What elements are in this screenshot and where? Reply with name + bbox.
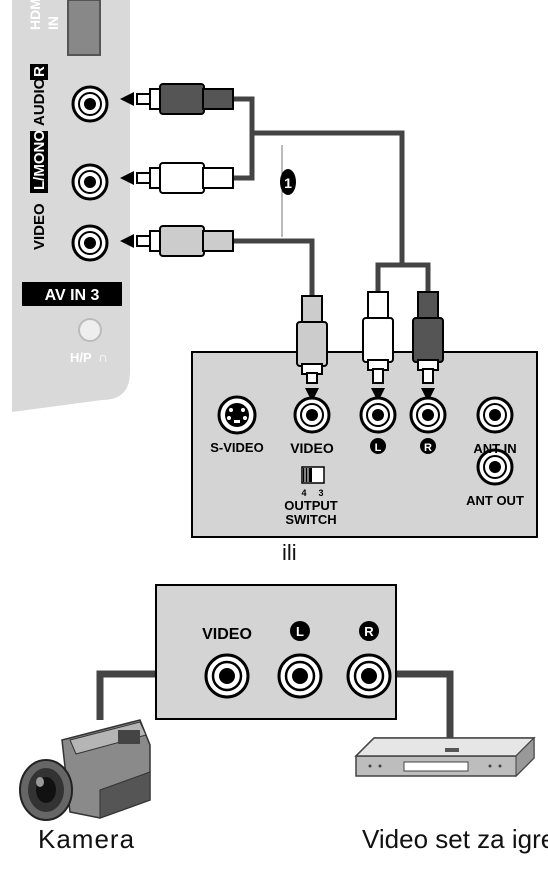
switch-label: SWITCH <box>285 512 336 527</box>
svg-text:R: R <box>424 442 432 454</box>
plug-audio-l <box>120 162 234 194</box>
tv-side-label: VIDEO L/MONO AUDIO R <box>30 64 48 250</box>
panel2-video-label: VIDEO <box>202 626 252 643</box>
s-video-port <box>217 395 257 435</box>
plug-video <box>120 225 234 257</box>
audio-cable-bundle <box>232 96 431 296</box>
audio-l-port <box>359 396 397 434</box>
panel2-l-badge: L <box>290 621 310 641</box>
tv-label-r: R <box>31 66 48 77</box>
tv-audio-l-jack <box>71 163 109 201</box>
video-port <box>293 396 331 434</box>
headphone-jack <box>78 318 102 342</box>
panel2-r-jack <box>346 653 392 699</box>
output-label: OUTPUT <box>284 498 338 513</box>
r-badge: R <box>420 438 436 454</box>
camera-caption: Kamera <box>38 824 136 854</box>
headphone-icon: ∩ <box>98 349 108 365</box>
tv-label-audio: AUDIO <box>31 77 48 126</box>
tv-video-jack <box>71 224 109 262</box>
tv-label-lmono: L/MONO <box>31 130 48 190</box>
console-caption: Video set za igre <box>362 824 548 854</box>
tv-audio-r-jack <box>71 85 109 123</box>
plug-r-down <box>412 291 444 402</box>
callout-badge: 1 <box>280 169 296 195</box>
plug-audio-r <box>120 83 234 115</box>
or-label: ili <box>282 540 297 565</box>
video-cable <box>234 238 315 298</box>
panel2-r-badge: R <box>359 621 379 641</box>
l-badge: L <box>370 438 386 454</box>
svg-text:L: L <box>375 442 382 454</box>
av-in-badge <box>22 282 122 306</box>
panel2-video-jack <box>204 653 250 699</box>
audio-r-port <box>409 396 447 434</box>
ant-in-port <box>476 396 514 434</box>
plug-l-down <box>362 291 394 402</box>
video-label: VIDEO <box>290 440 334 456</box>
switch-4-label: 4 <box>301 488 306 498</box>
switch-3-label: 3 <box>318 488 323 498</box>
ant-in-label: ANT IN <box>473 441 516 456</box>
hdmi-port <box>67 0 101 56</box>
headphone-label: H/P <box>70 350 92 365</box>
panel2-l-jack <box>277 653 323 699</box>
hdmi-label: HDMI <box>27 0 43 30</box>
av-in-label: AV IN 3 <box>45 287 100 304</box>
video-console-icon <box>354 736 536 778</box>
hdmi-in-label: IN <box>45 16 61 30</box>
callout-number: 1 <box>284 175 292 191</box>
output-switch: 4 3 <box>301 466 325 498</box>
svg-text:R: R <box>364 624 374 639</box>
svg-text:L: L <box>296 624 304 639</box>
plug-video-down <box>296 295 328 402</box>
ant-out-label: ANT OUT <box>466 493 524 508</box>
tv-label-video: VIDEO <box>31 203 48 250</box>
camcorder-icon <box>19 719 151 821</box>
device-panel-1: S-VIDEO VIDEO ANT IN ANT OUT OUTPUT SWIT… <box>191 291 538 538</box>
tv-side-panel: HDMI IN VIDEO L/MONO AUDIO R AV IN 3 H/P… <box>12 0 130 412</box>
device-panel-2: VIDEO L R <box>96 584 454 742</box>
s-video-label: S-VIDEO <box>210 440 263 455</box>
